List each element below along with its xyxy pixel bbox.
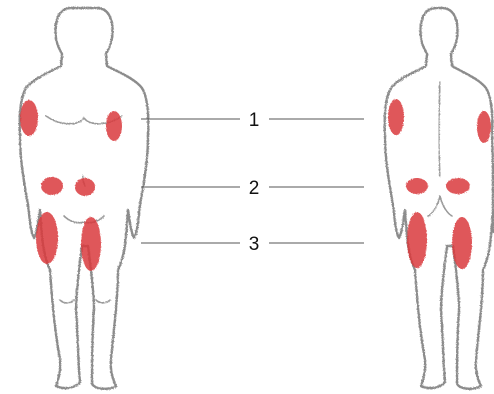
front-site-right-abdomen <box>75 178 95 196</box>
label-1: 1 <box>249 110 260 131</box>
back-site-right-arm <box>477 111 491 143</box>
front-body-outline <box>20 8 149 389</box>
front-injection-sites <box>20 100 122 271</box>
front-site-left-arm <box>20 100 38 136</box>
front-knee-right <box>96 300 110 303</box>
label-3: 3 <box>249 234 260 255</box>
front-site-left-thigh <box>36 212 58 264</box>
front-site-left-abdomen <box>41 177 63 195</box>
front-body-figure <box>20 8 149 389</box>
numbered-guides: 1 2 3 <box>141 110 364 255</box>
front-site-right-arm <box>106 111 122 141</box>
front-knee-left <box>60 300 74 303</box>
front-site-right-thigh <box>81 217 101 271</box>
back-spine-line <box>439 82 440 176</box>
front-pelvis-line <box>64 216 104 223</box>
back-body-figure <box>385 8 493 389</box>
back-site-left-arm <box>388 99 404 135</box>
back-buttock-line <box>428 196 452 216</box>
back-site-left-thigh <box>407 212 427 268</box>
back-site-left-hip <box>406 178 428 194</box>
label-2: 2 <box>249 178 260 199</box>
back-site-right-thigh <box>452 217 472 269</box>
back-site-right-hip <box>446 178 470 194</box>
